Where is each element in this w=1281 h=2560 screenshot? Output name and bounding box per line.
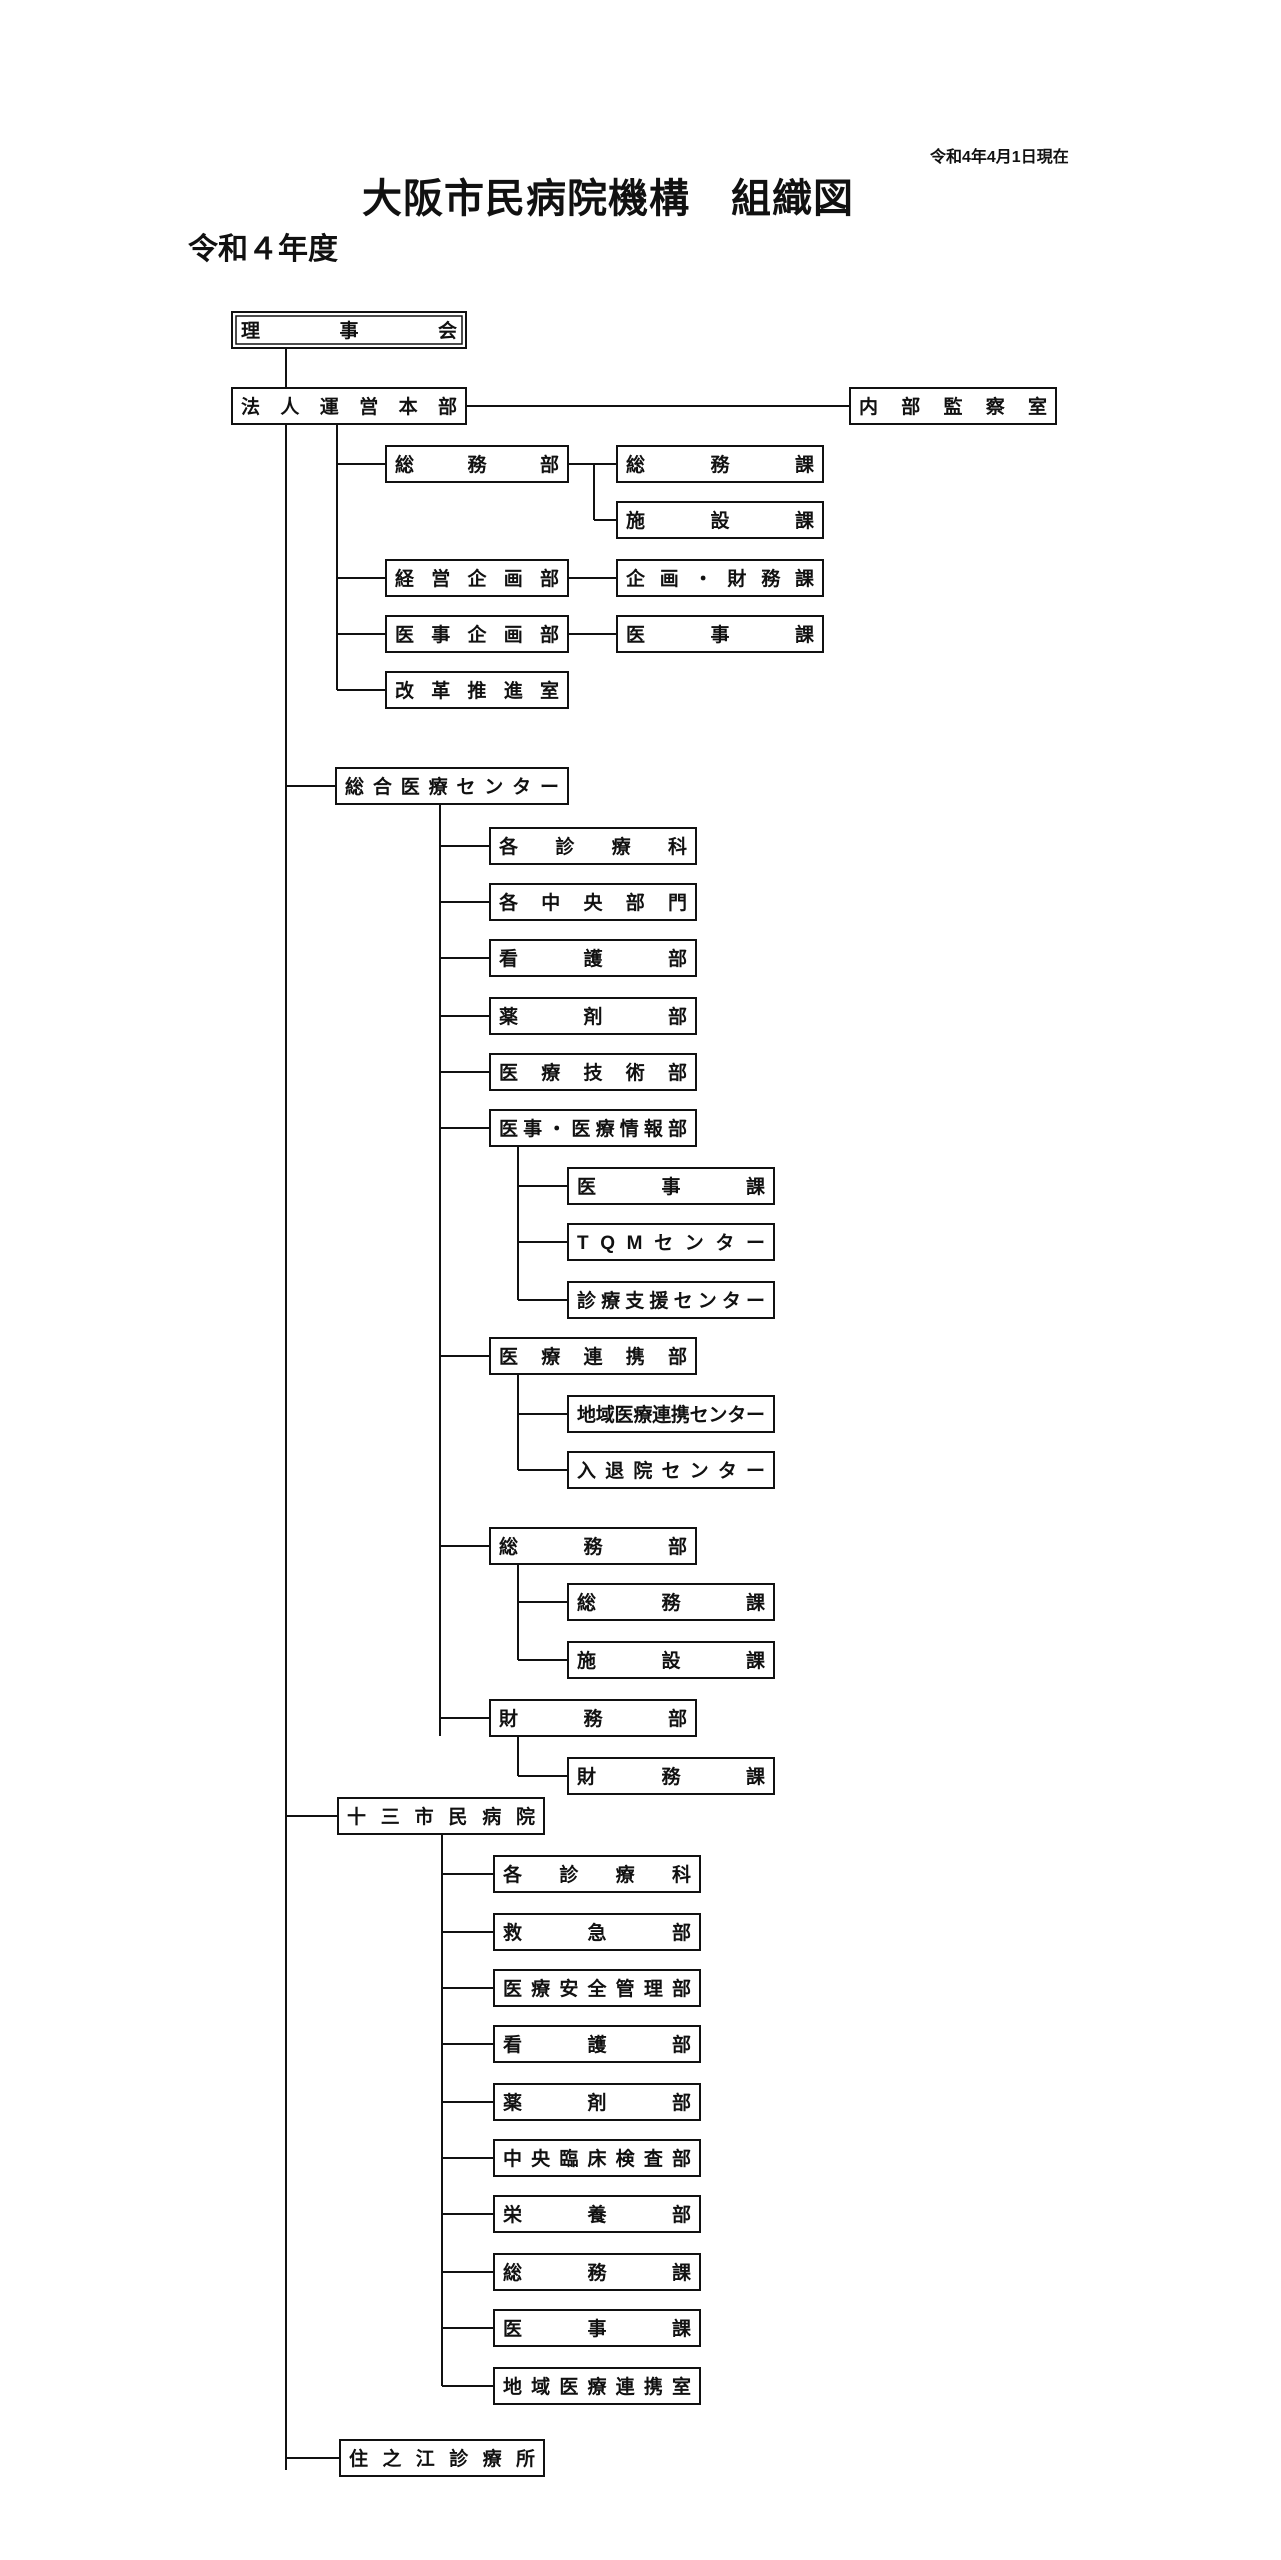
as-of-date: 令和4年4月1日現在 <box>930 149 1069 166</box>
center-medical-tech-label: 医療技術部 <box>499 1061 687 1084</box>
center-general-affairs: 総務部 <box>489 1527 697 1565</box>
board: 理事会 <box>231 311 467 349</box>
juso-pharmacy: 薬剤部 <box>493 2083 701 2121</box>
juso-nutrition: 栄養部 <box>493 2195 701 2233</box>
juso-clinical-depts: 各診療科 <box>493 1855 701 1893</box>
hq-medical-planning: 医事企画部 <box>385 615 569 653</box>
hq-medical-affairs: 医事課 <box>616 615 824 653</box>
center-medical-info: 医事・医療情報部 <box>489 1109 697 1147</box>
juso-emergency: 救急部 <box>493 1913 701 1951</box>
center-tqm: TQMセンター <box>567 1223 775 1261</box>
hq: 法人運営本部 <box>231 387 467 425</box>
center-facilities-section: 施設課 <box>567 1641 775 1679</box>
center-finance-section: 財務課 <box>567 1757 775 1795</box>
center-nursing: 看護部 <box>489 939 697 977</box>
center-liaison-label: 医療連携部 <box>499 1345 687 1368</box>
center-support: 診療支援センター <box>567 1281 775 1319</box>
hq-planning-finance: 企画・財務課 <box>616 559 824 597</box>
juso-nursing: 看護部 <box>493 2025 701 2063</box>
juso-hospital: 十三市民病院 <box>337 1797 545 1835</box>
juso-safety: 医療安全管理部 <box>493 1969 701 2007</box>
center-finance: 財務部 <box>489 1699 697 1737</box>
center-liaison: 医療連携部 <box>489 1337 697 1375</box>
internal-audit-label: 内部監察室 <box>859 395 1047 418</box>
hq-medical-planning-label: 医事企画部 <box>395 623 559 646</box>
center-medical-affairs-section: 医事課 <box>567 1167 775 1205</box>
juso-lab: 中央臨床検査部 <box>493 2139 701 2177</box>
hq-planning: 経営企画部 <box>385 559 569 597</box>
center-central-depts-label: 各中央部門 <box>498 891 687 914</box>
center-pharmacy: 薬剤部 <box>489 997 697 1035</box>
hq-facilities-section: 施設課 <box>616 501 824 539</box>
center-regional-liaison-label: 地域医療連携センター <box>577 1403 765 1426</box>
juso-medical-affairs-section: 医事課 <box>493 2309 701 2347</box>
org-nodes: 理事会法人運営本部内部監察室総務部総務課施設課経営企画部企画・財務課医事企画部医… <box>231 311 1057 2477</box>
juso-ga-section: 総務課 <box>493 2253 701 2291</box>
center-admission: 入退院センター <box>567 1451 775 1489</box>
center-medical-tech: 医療技術部 <box>489 1053 697 1091</box>
juso-safety-label: 医療安全管理部 <box>503 1977 691 2000</box>
juso-regional-liaison: 地域医療連携室 <box>493 2367 701 2405</box>
connector-lines <box>285 348 850 2470</box>
hq-reform: 改革推進室 <box>385 671 569 709</box>
hq-ga-section: 総務課 <box>616 445 824 483</box>
general-medical-center: 総合医療センター <box>335 767 569 805</box>
hq-general-affairs: 総務部 <box>385 445 569 483</box>
center-regional-liaison: 地域医療連携センター <box>567 1395 775 1433</box>
internal-audit: 内部監察室 <box>849 387 1057 425</box>
hq-planning-label: 経営企画部 <box>395 567 559 590</box>
center-ga-section: 総務課 <box>567 1583 775 1621</box>
suminoe-clinic: 住之江診療所 <box>339 2439 545 2477</box>
center-clinical-depts: 各診療科 <box>489 827 697 865</box>
page-title: 大阪市民病院機構 組織図 <box>362 177 854 221</box>
center-central-depts: 各中央部門 <box>489 883 697 921</box>
juso-lab-label: 中央臨床検査部 <box>503 2147 691 2170</box>
fiscal-year: 令和４年度 <box>188 233 338 266</box>
hq-reform-label: 改革推進室 <box>395 679 559 702</box>
juso-regional-liaison-label: 地域医療連携室 <box>503 2375 691 2398</box>
center-admission-label: 入退院センター <box>577 1459 765 1482</box>
